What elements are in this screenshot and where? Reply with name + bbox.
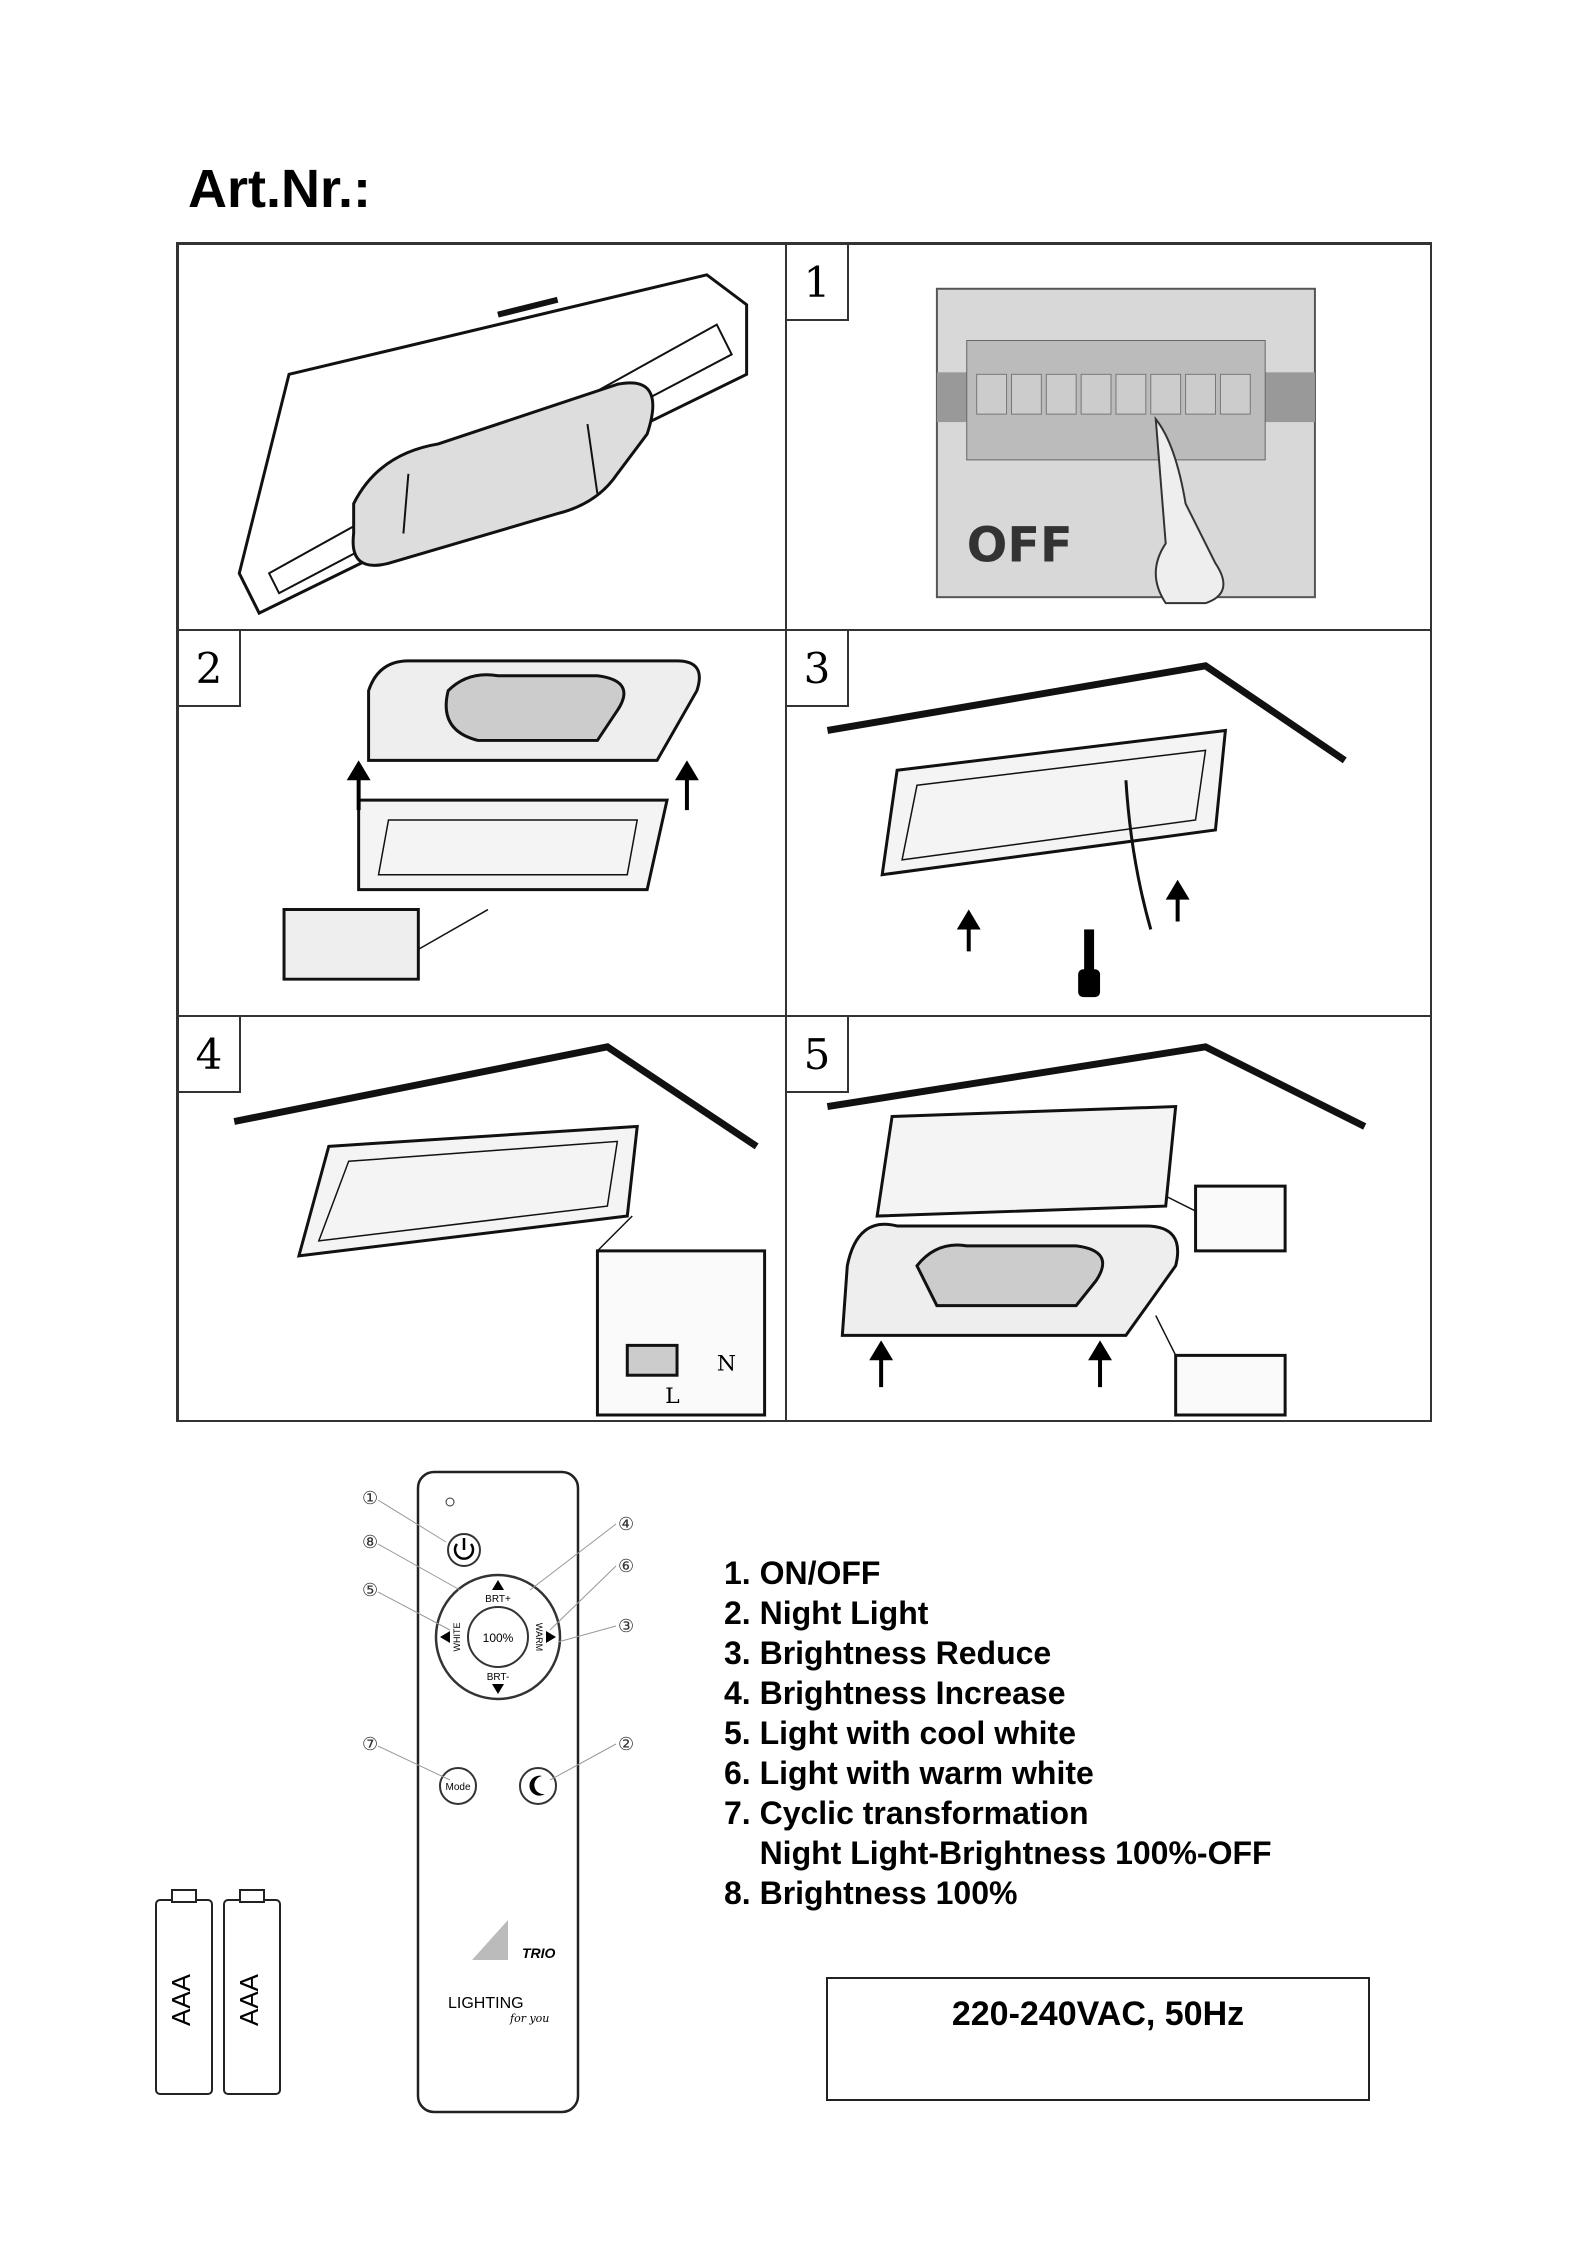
voltage-spec-box: 220-240VAC, 50Hz <box>826 1977 1370 2101</box>
brt-plus-label: BRT+ <box>485 1594 511 1605</box>
page-title: Art.Nr.: <box>188 159 372 219</box>
step-number: 4 <box>179 1017 241 1093</box>
callout-6: ⑥ <box>618 1556 634 1577</box>
wire-l-label: L <box>665 1384 680 1409</box>
mode-button[interactable]: Mode <box>439 1767 477 1805</box>
step-number: 1 <box>787 245 849 321</box>
legend-item: 1. ON/OFF <box>724 1555 881 1591</box>
callout-7: ⑦ <box>362 1734 378 1755</box>
step-number: 2 <box>179 631 241 707</box>
step-1: 1 OFF <box>786 244 1432 630</box>
remove-cover-icon <box>282 659 701 981</box>
mode-label: Mode <box>445 1782 470 1793</box>
brightness-100-button[interactable] <box>467 1606 529 1668</box>
moon-icon <box>529 1775 545 1796</box>
callout-2: ② <box>618 1734 634 1755</box>
breaker-switch-icon: OFF <box>935 287 1316 605</box>
step-5: 5 <box>786 1016 1432 1422</box>
down-arrow-icon <box>492 1684 504 1694</box>
callout-8: ⑧ <box>362 1532 378 1553</box>
installation-steps-grid: 1 OFF 2 <box>176 242 1432 1422</box>
step-4: 4 L N <box>178 1016 786 1422</box>
remote-control-diagram: 100% BRT+ BRT- WHITE WARM Mode TRIO LIGH… <box>155 1470 634 2114</box>
legend-item: Night Light-Brightness 100%-OFF <box>724 1835 1272 1871</box>
night-light-button[interactable] <box>519 1767 557 1805</box>
callout-3: ③ <box>618 1616 634 1637</box>
step-3: 3 <box>786 630 1432 1016</box>
battery-2-label: AAA <box>234 1973 264 2026</box>
attach-cover-icon <box>826 1043 1367 1417</box>
ceiling-lamp-icon <box>237 273 749 616</box>
legend-item: 4. Brightness Increase <box>724 1675 1066 1711</box>
brand-line: LIGHTING <box>448 1995 524 2012</box>
callout-4: ④ <box>618 1514 634 1535</box>
brt-minus-label: BRT- <box>487 1672 510 1683</box>
button-legend: 1. ON/OFF 2. Night Light 3. Brightness R… <box>724 1553 1272 1913</box>
legend-item: 6. Light with warm white <box>724 1755 1094 1791</box>
center-label: 100% <box>483 1631 514 1645</box>
brand-tagline: for you <box>509 2012 549 2025</box>
step-number: 3 <box>787 631 849 707</box>
up-arrow-icon <box>492 1580 504 1590</box>
wiring-icon: L N <box>233 1043 767 1417</box>
mount-plate-icon <box>826 662 1347 998</box>
batteries: AAA AAA <box>155 1889 281 2095</box>
callouts: ① ⑧ ⑤ ⑦ ④ ⑥ ③ ② <box>362 1488 634 1755</box>
power-icon <box>453 1543 475 1560</box>
wire-n-label: N <box>717 1351 736 1376</box>
voltage-label: 220-240VAC, 50Hz <box>951 1995 1245 2033</box>
left-arrow-icon <box>440 1631 450 1643</box>
legend-item: 5. Light with cool white <box>724 1715 1076 1751</box>
brand-name: TRIO <box>522 1945 556 1961</box>
off-label: OFF <box>967 518 1073 573</box>
right-arrow-icon <box>546 1631 556 1643</box>
legend-item: 7. Cyclic transformation <box>724 1795 1089 1831</box>
legend-item: 8. Brightness 100% <box>724 1875 1018 1911</box>
battery-1-label: AAA <box>166 1973 196 2026</box>
callout-1: ① <box>362 1488 378 1509</box>
callout-5: ⑤ <box>362 1580 378 1601</box>
step-2: 2 <box>178 630 786 1016</box>
power-button[interactable] <box>447 1533 481 1567</box>
legend-item: 2. Night Light <box>724 1595 929 1631</box>
product-illustration <box>178 244 786 630</box>
trio-logo-icon <box>472 1920 508 1960</box>
warm-label: WARM <box>534 1623 544 1651</box>
white-label: WHITE <box>452 1623 462 1652</box>
legend-item: 3. Brightness Reduce <box>724 1635 1052 1671</box>
step-number: 5 <box>787 1017 849 1093</box>
